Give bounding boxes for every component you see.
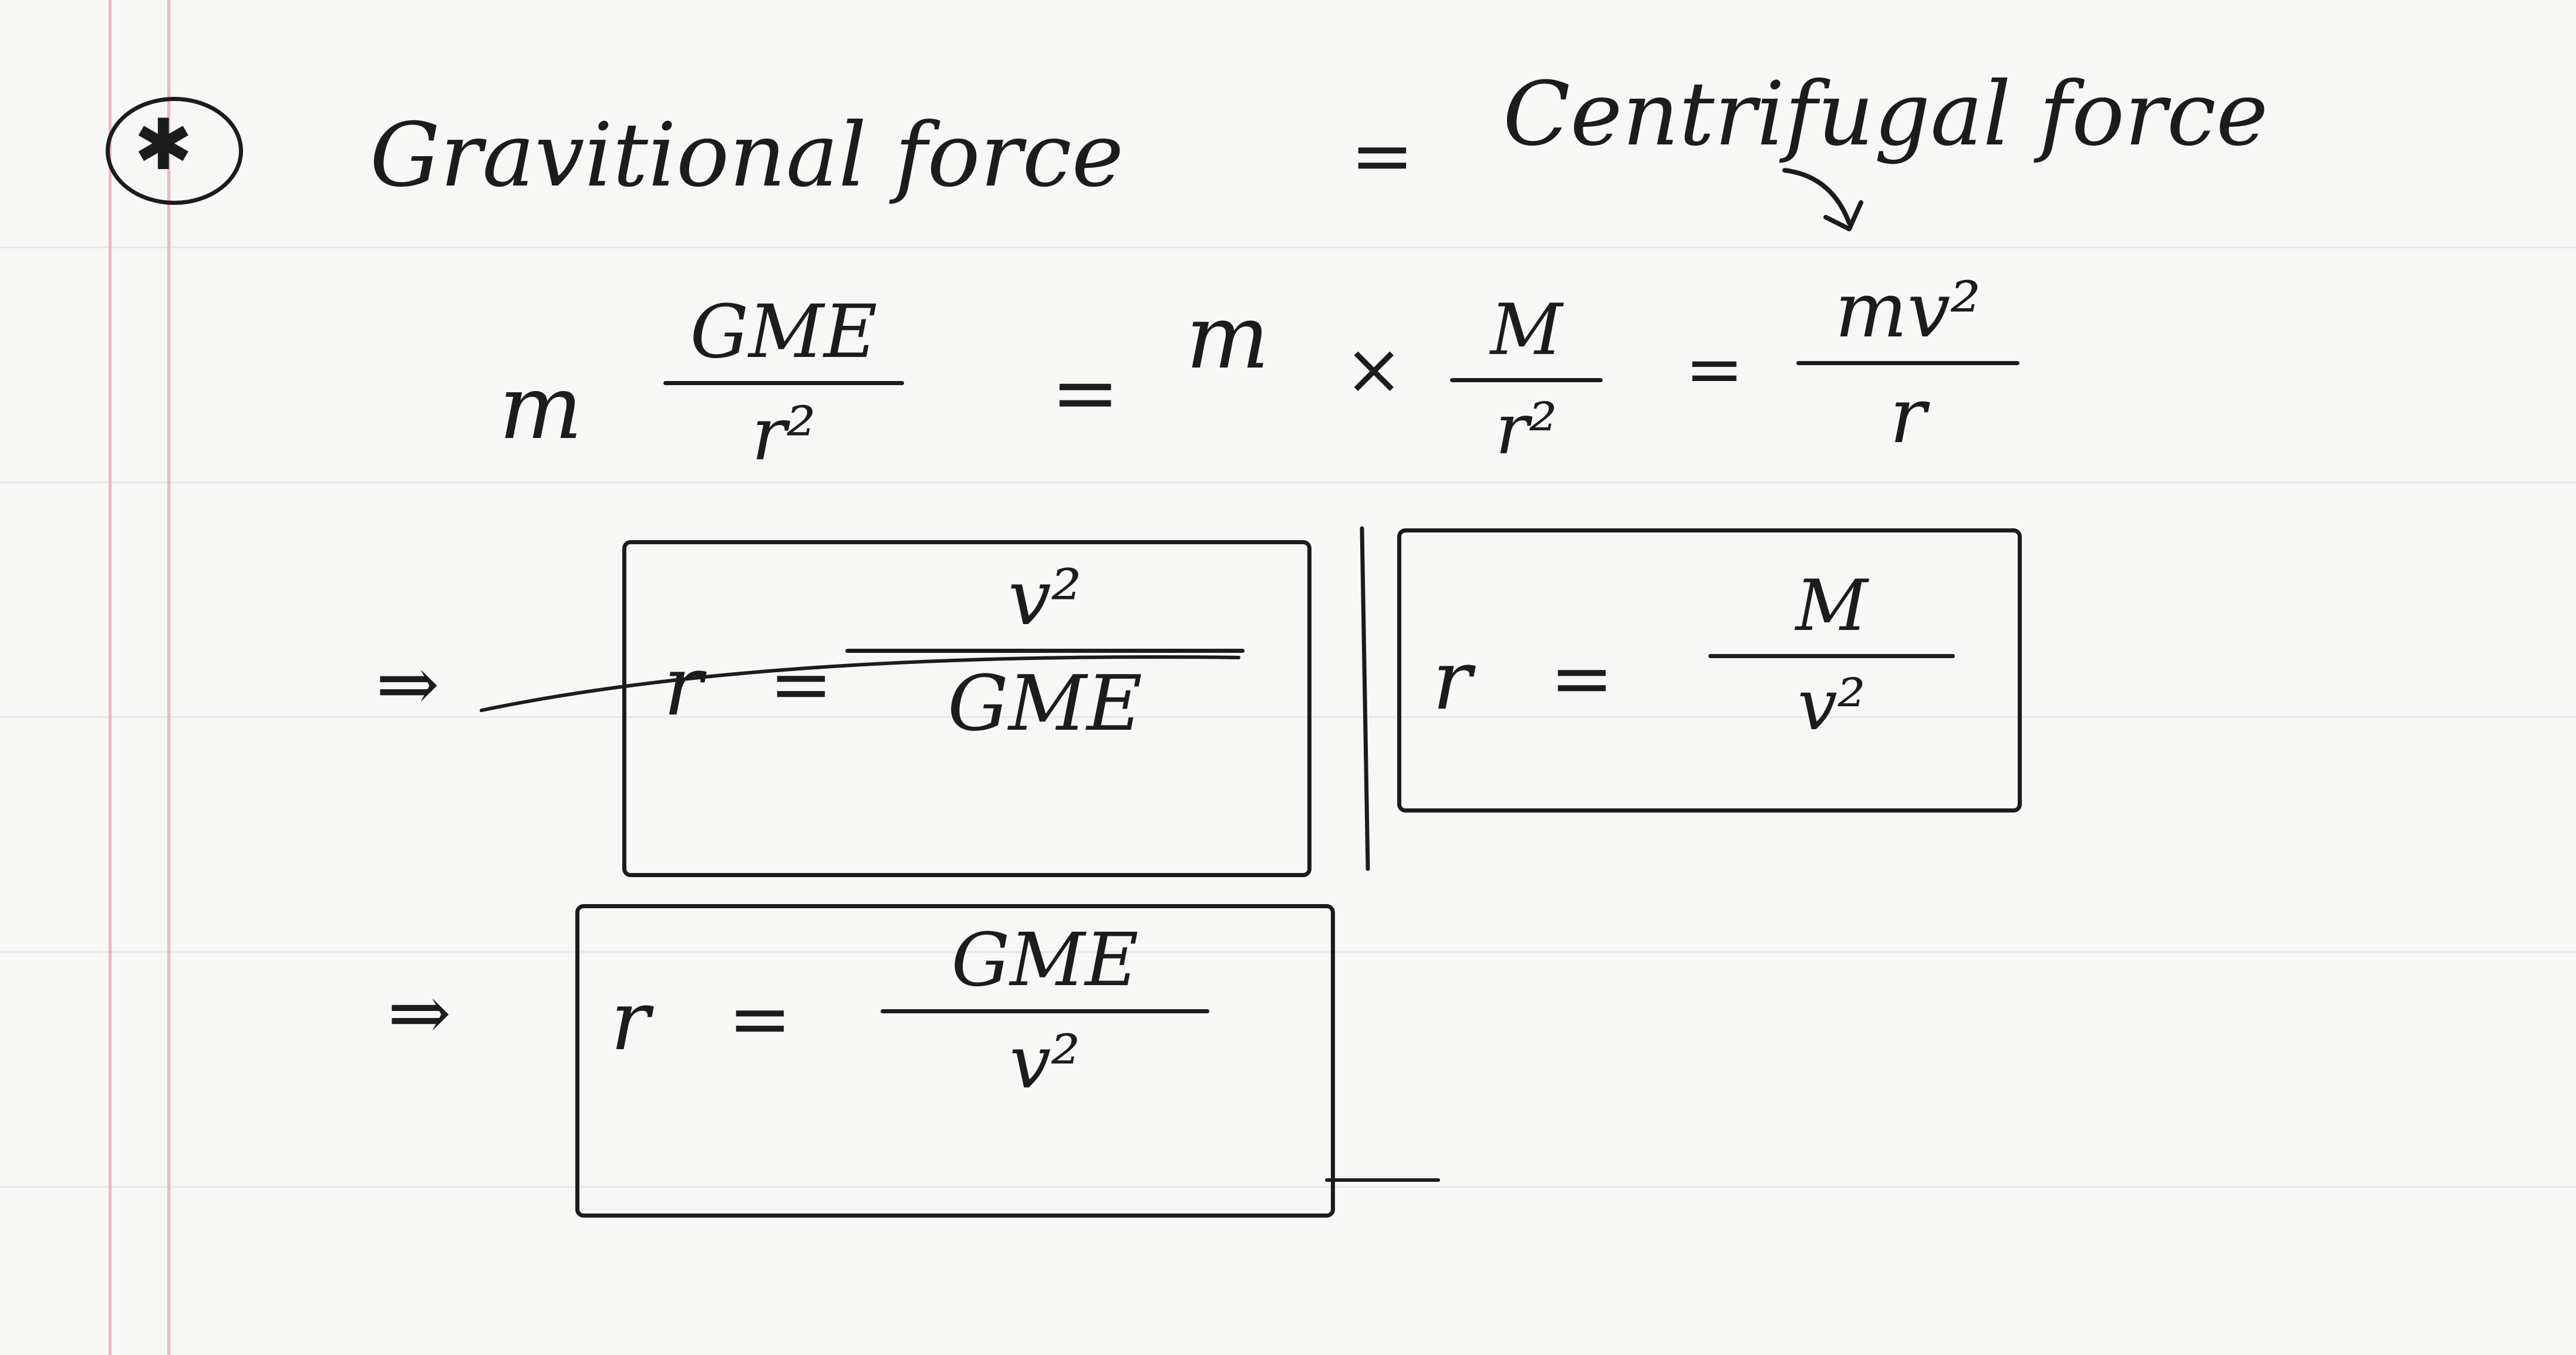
result3-equals: = (728, 974, 792, 1063)
fraction-denominator: v² (1009, 1020, 1081, 1105)
boxed-result-1 (622, 540, 1311, 877)
fraction-bar (881, 1009, 1209, 1014)
fraction-numerator: v² (1008, 553, 1082, 642)
boxed-result-2 (1397, 528, 2022, 813)
eq-m-mid: m (1186, 286, 1270, 389)
fraction-denominator: r² (1495, 389, 1557, 470)
ruled-line (0, 481, 2576, 483)
fraction-bar (1450, 378, 1603, 382)
fraction-gme-over-r2: GME r² (663, 294, 904, 473)
ruled-line (0, 716, 2576, 718)
fraction-m-over-r2: M r² (1450, 294, 1603, 467)
result2-lhs: r (1432, 633, 1472, 729)
implies-arrow-icon: ⇒ (387, 968, 451, 1057)
fraction-numerator: GME (690, 289, 878, 375)
heading-left-term: Gravitional force (370, 105, 1124, 207)
fraction-bar (845, 648, 1245, 653)
ruled-line (0, 247, 2576, 248)
margin-line (109, 0, 112, 1355)
result1-lhs: r (663, 639, 703, 734)
strike-stroke (480, 655, 1240, 712)
result1-equals: = (769, 639, 833, 729)
curved-arrow-icon (1782, 168, 1852, 225)
fraction-mv2-over-r: mv² r (1796, 270, 2019, 456)
heading-equals: = (1350, 111, 1414, 200)
fraction-numerator: mv² (1835, 265, 1981, 355)
fraction-denominator: v² (1798, 665, 1866, 746)
eq-m-prefix: m (499, 357, 583, 459)
result2-equals: = (1550, 633, 1614, 723)
result1-fraction: v² GME (845, 558, 1245, 743)
ruled-line (0, 1186, 2576, 1188)
ruled-line (0, 951, 2576, 953)
fraction-denominator: GME (948, 658, 1142, 748)
fraction-denominator: r (1889, 370, 1927, 460)
fraction-denominator: r² (751, 392, 816, 477)
result2-fraction: M v² (1708, 569, 1955, 743)
fraction-bar (1796, 360, 2019, 365)
fraction-numerator: GME (951, 918, 1139, 1003)
result3-lhs: r (611, 973, 650, 1069)
fraction-numerator: M (1490, 289, 1563, 371)
eq-equals-1: = (1051, 345, 1120, 441)
divider-stroke (1360, 526, 1370, 871)
boxed-result-3 (575, 904, 1335, 1218)
fraction-numerator: M (1795, 565, 1868, 647)
result3-fraction: GME v² (881, 922, 1209, 1101)
eq-equals-2: = (1685, 329, 1744, 410)
fraction-bar (1708, 654, 1955, 658)
arrow-head-icon (1823, 200, 1863, 231)
heading-right-term: Centrifugal force (1503, 63, 2268, 166)
implies-arrow-icon: ⇒ (376, 639, 440, 729)
bullet-star-icon: ✱ (134, 105, 193, 186)
fraction-bar (663, 381, 904, 386)
margin-line (167, 0, 170, 1355)
eq-times: × (1344, 329, 1404, 410)
bullet-circle (106, 97, 243, 205)
